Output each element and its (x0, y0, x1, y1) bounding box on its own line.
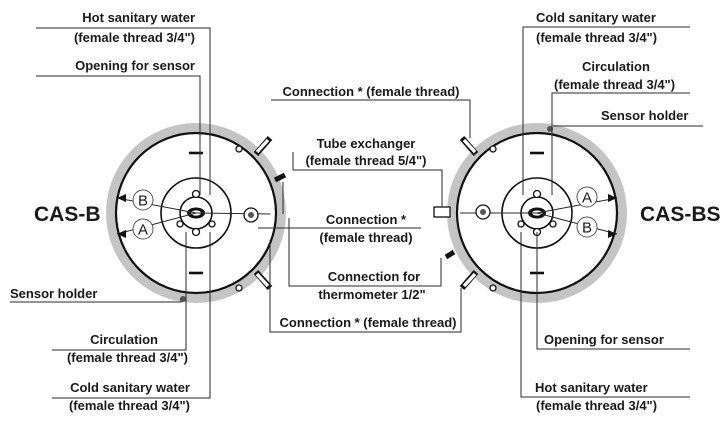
left-sensor-holder-label: Sensor holder (10, 286, 97, 301)
left-marker-b-label: B (138, 193, 148, 210)
right-stub-mid (444, 249, 456, 260)
right-marker-b-label: B (582, 220, 592, 237)
right-arrow-a (608, 194, 617, 202)
left-hot-water-label: Hot sanitary water (82, 10, 195, 25)
left-opening-sensor-label: Opening for sensor (75, 58, 195, 73)
right-opening-sensor-label: Opening for sensor (544, 332, 664, 347)
left-circulation-label: Circulation (90, 332, 158, 347)
right-circulation-thread: (female thread 3/4") (554, 77, 675, 92)
left-arrow-b (117, 194, 126, 202)
connection-thermometer-size: thermometer 1/2" (318, 287, 425, 302)
right-cold-water-thread: (female thread 3/4") (536, 30, 657, 45)
left-port-top (191, 189, 201, 199)
right-sensor-holder-label: Sensor holder (601, 108, 688, 123)
left-circulation-thread: (female thread 3/4") (67, 350, 188, 365)
right-hot-water-label: Hot sanitary water (535, 380, 648, 395)
tube-exchanger-box (433, 206, 451, 218)
right-marker-a-label: A (582, 190, 592, 207)
connection-top-label: Connection * (female thread) (283, 84, 460, 99)
right-cold-water-label: Cold sanitary water (536, 10, 656, 25)
right-circulation-label: Circulation (582, 59, 650, 74)
connection-mid-label: Connection * (326, 212, 407, 227)
left-port-bottom (191, 227, 201, 237)
tube-exchanger-thread: (female thread 5/4") (305, 153, 426, 168)
tube-exchanger-label: Tube exchanger (317, 136, 416, 151)
right-model-title: CAS-BS (640, 203, 721, 226)
connection-mid-thread: (female thread) (319, 230, 412, 245)
connection-bottom-label: Connection * (female thread) (280, 315, 457, 330)
left-arrow-a (117, 230, 126, 238)
connection-thermometer-label: Connection for (328, 269, 420, 284)
left-model-title: CAS-B (34, 203, 101, 226)
left-marker-a-label: A (138, 222, 148, 239)
right-port-top (532, 189, 542, 199)
left-cold-water-label: Cold sanitary water (70, 380, 190, 395)
left-marker-a (132, 218, 154, 240)
right-arrow-b (608, 230, 617, 238)
right-marker-b (576, 216, 598, 238)
left-marker-b (132, 189, 154, 211)
leader-lines (10, 26, 703, 399)
left-cold-water-thread: (female thread 3/4") (69, 398, 190, 413)
right-marker-a (576, 186, 598, 208)
left-small-port-top (235, 145, 243, 153)
left-tank: B A (106, 123, 287, 303)
left-hot-water-thread: (female thread 3/4") (74, 30, 195, 45)
right-tank: A B (433, 123, 627, 303)
right-hot-water-thread: (female thread 3/4") (536, 398, 657, 413)
left-port-a (176, 220, 184, 228)
left-stub-mid (273, 172, 287, 183)
left-small-port-bottom (235, 284, 243, 292)
left-port-c (208, 220, 216, 228)
